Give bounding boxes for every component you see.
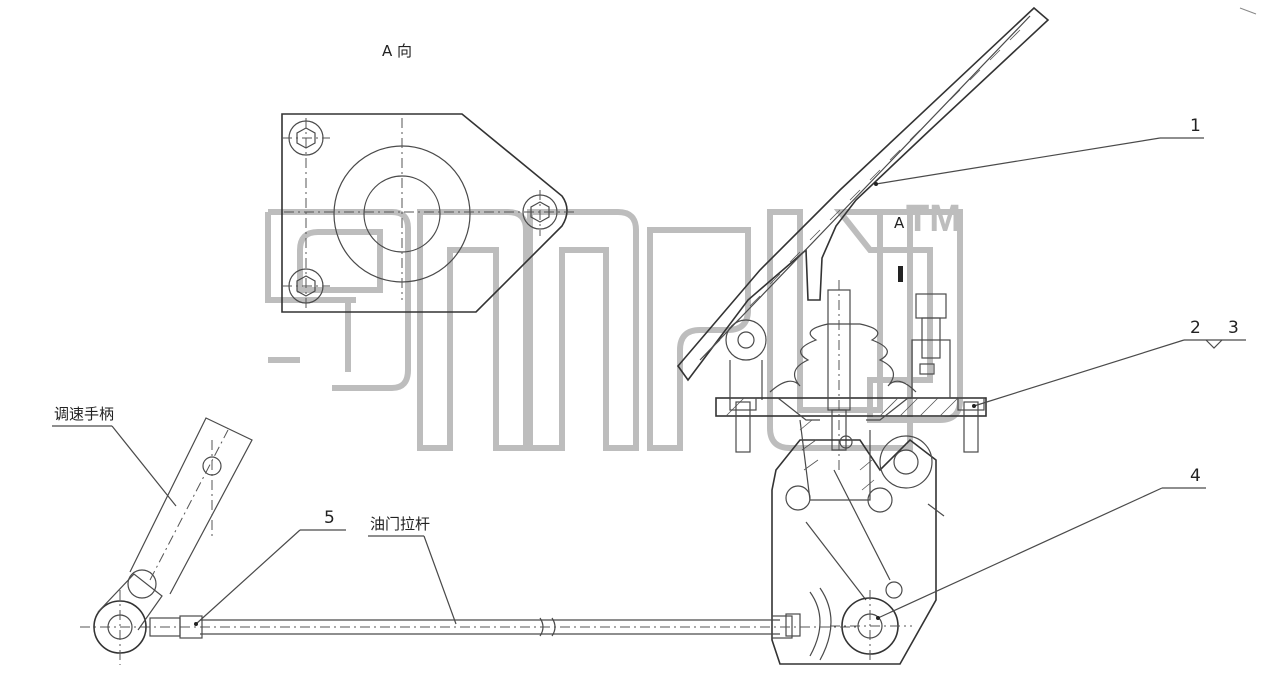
section-marker-label: A xyxy=(894,214,905,232)
throttle-rod xyxy=(80,615,860,639)
leader-lines xyxy=(52,137,1246,626)
callout-3: 3 xyxy=(1228,318,1239,338)
watermark-trademark: TM xyxy=(906,198,961,240)
watermark-logo xyxy=(265,209,963,451)
speed-handle xyxy=(93,417,253,665)
callout-4: 4 xyxy=(1190,466,1201,486)
callout-2: 2 xyxy=(1190,318,1201,338)
throttle-rod-label: 油门拉杆 xyxy=(370,515,431,533)
corner-mark xyxy=(1239,7,1257,15)
speed-handle-label: 调速手柄 xyxy=(54,405,115,423)
pedal-assembly xyxy=(676,6,1050,665)
view-a-flange xyxy=(281,113,578,313)
view-a-title: A 向 xyxy=(382,42,413,60)
callout-1: 1 xyxy=(1190,116,1201,136)
callout-5: 5 xyxy=(324,508,335,528)
